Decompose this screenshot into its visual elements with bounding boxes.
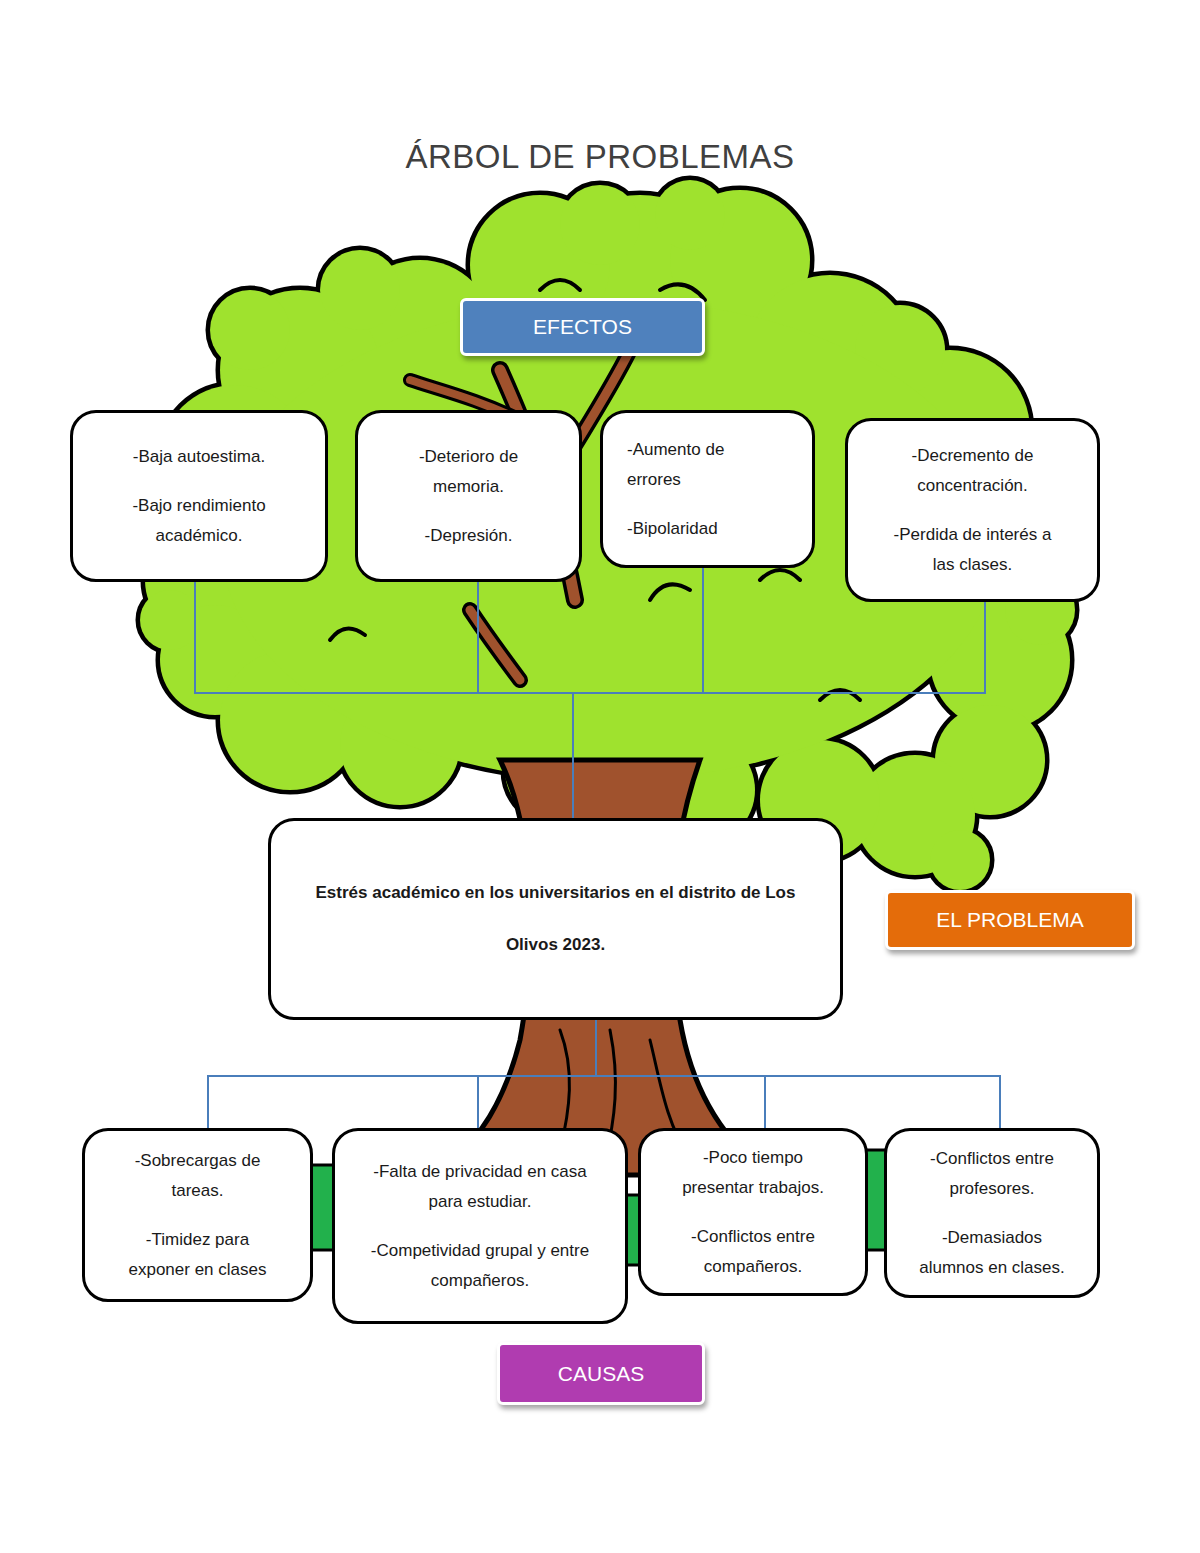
cause-box: -Sobrecargas de tareas. -Timidez para exp… <box>82 1128 313 1302</box>
box-text: -Depresión. <box>404 521 534 551</box>
effect-box: -Baja autoestima. -Bajo rendimiento acadé… <box>70 410 328 582</box>
box-text: -Sobrecargas de tareas. <box>118 1146 278 1206</box>
box-text: -Bajo rendimiento académico. <box>114 491 284 551</box>
box-text: -Deterioro de memoria. <box>404 442 534 502</box>
box-text: -Timidez para exponer en clases <box>118 1225 278 1285</box>
effect-box: -Deterioro de memoria. -Depresión. <box>355 410 582 582</box>
box-text: -Decremento de concentración. <box>887 441 1059 501</box>
box-text: -Aumento de errores <box>627 435 752 495</box>
connector-line <box>478 1020 596 1128</box>
problem-box: Estrés académico en los universitarios e… <box>268 818 843 1020</box>
section-label: EFECTOS <box>460 298 705 356</box>
diagram-title: ÁRBOL DE PROBLEMAS <box>0 138 1200 176</box>
connector-line <box>573 568 703 818</box>
box-text: CAUSAS <box>558 1361 644 1387</box>
box-text: -Conflictos entre compañeros. <box>678 1222 828 1282</box>
cause-box: -Conflictos entre profesores. -Demasiados… <box>884 1128 1100 1298</box>
box-text: -Baja autoestima. <box>114 442 284 472</box>
box-text: -Demasiados alumnos en clases. <box>915 1223 1070 1283</box>
box-text: -Conflictos entre profesores. <box>915 1144 1070 1204</box>
box-text: -Bipolaridad <box>627 514 752 544</box>
section-label: EL PROBLEMA <box>885 890 1135 950</box>
box-text: -Falta de privacidad en casa para estudi… <box>370 1157 591 1217</box>
connector-line <box>208 1020 596 1128</box>
box-text: EFECTOS <box>533 314 632 340</box>
box-text: -Perdida de interés a las clases. <box>887 520 1059 580</box>
cause-box: -Falta de privacidad en casa para estudi… <box>332 1128 628 1324</box>
box-text: -Poco tiempo presentar trabajos. <box>678 1143 828 1203</box>
box-text: Estrés académico en los universitarios e… <box>310 867 802 971</box>
connector-line <box>596 1020 1000 1128</box>
connector-line <box>596 1020 765 1128</box>
connector-line <box>478 582 573 818</box>
effect-box: -Aumento de errores -Bipolaridad <box>600 410 815 568</box>
connector-line <box>573 602 985 818</box>
box-text: -Competividad grupal y entre compañeros. <box>370 1236 591 1296</box>
cause-box: -Poco tiempo presentar trabajos. -Conflic… <box>638 1128 868 1296</box>
box-text: EL PROBLEMA <box>936 907 1083 933</box>
connector-line <box>195 582 573 818</box>
section-label: CAUSAS <box>497 1342 705 1405</box>
effect-box: -Decremento de concentración. -Perdida de… <box>845 418 1100 602</box>
